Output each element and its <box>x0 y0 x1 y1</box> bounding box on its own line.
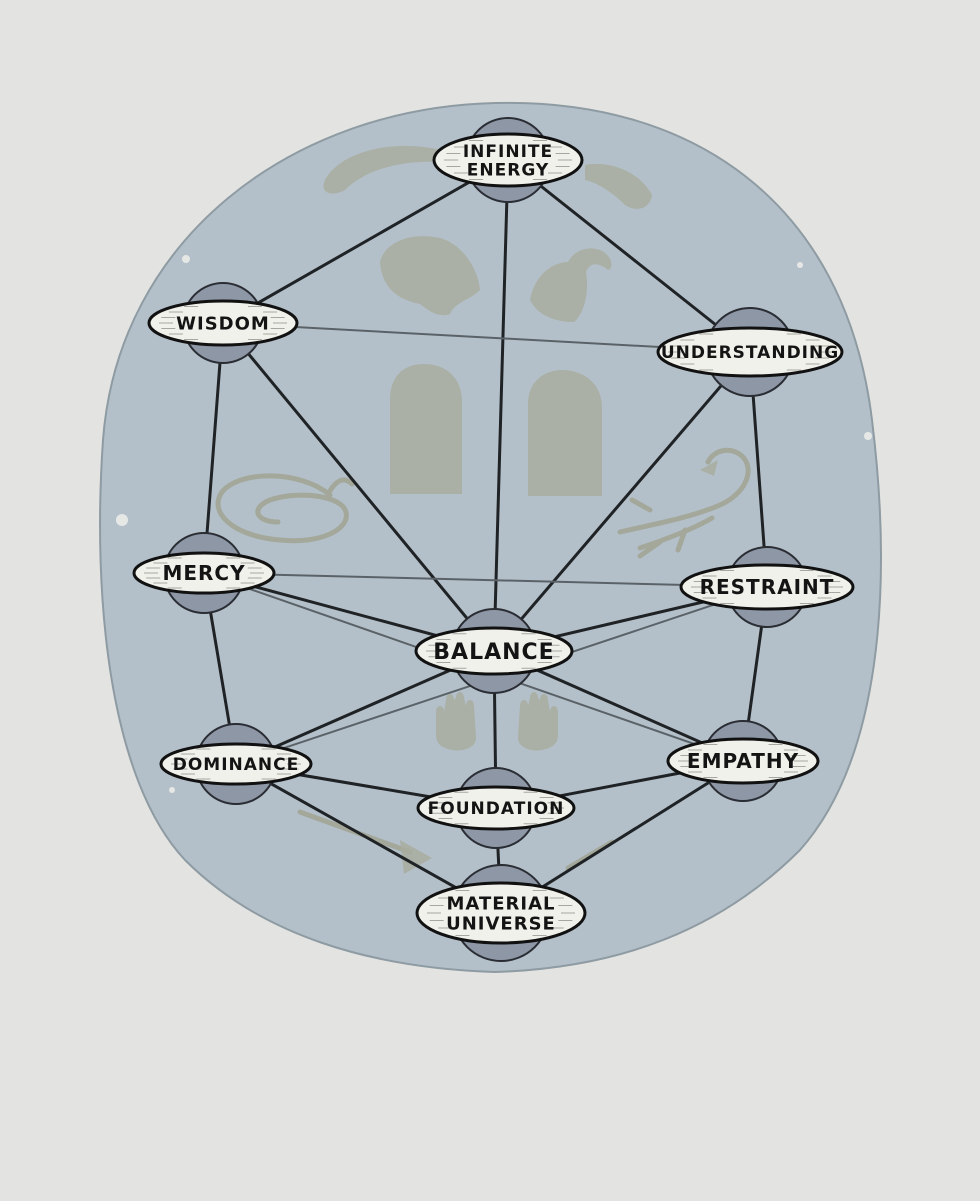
edge-infinite-energy-to-wisdom <box>221 158 510 325</box>
hands-icon <box>436 692 558 751</box>
edge-wisdom-to-balance <box>221 321 496 653</box>
node-plaque <box>416 785 576 831</box>
node-plaque <box>666 737 820 785</box>
node-label-understanding: UNDERSTANDING <box>661 343 839 363</box>
node-plaque <box>415 881 587 945</box>
node-plaque <box>656 326 844 378</box>
node-label-material-universe-line-1: MATERIAL <box>447 894 556 915</box>
node-balance: BALANCE <box>414 608 574 694</box>
disc-dots <box>116 255 872 793</box>
node-label-wisdom: WISDOM <box>176 313 270 334</box>
node-wisdom: WISDOM <box>147 282 299 364</box>
node-label-mercy: MERCY <box>162 561 245 585</box>
node-label-dominance: DOMINANCE <box>173 755 300 775</box>
node-plaque <box>432 132 584 188</box>
node-label-restraint: RESTRAINT <box>700 575 835 599</box>
edge-infinite-energy-to-balance <box>492 158 510 653</box>
node-plaque <box>147 299 299 347</box>
node-plaque <box>132 551 276 595</box>
ram-icon <box>380 236 480 316</box>
edge-infinite-energy-to-understanding <box>506 158 752 354</box>
tablets-icon <box>390 364 602 496</box>
scorpion-icon <box>617 447 751 559</box>
node-plaque <box>679 563 855 611</box>
node-empathy: EMPATHY <box>666 720 820 802</box>
node-understanding: UNDERSTANDING <box>656 307 844 397</box>
node-label-empathy: EMPATHY <box>687 749 799 773</box>
node-restraint: RESTRAINT <box>679 546 855 628</box>
node-label-foundation: FOUNDATION <box>428 799 565 819</box>
edge-mercy-to-restraint <box>203 572 768 588</box>
node-plaque <box>414 626 574 676</box>
node-label-material-universe-line-2: UNIVERSE <box>446 913 556 934</box>
node-foundation: FOUNDATION <box>416 767 576 849</box>
serpent-icon <box>215 473 355 544</box>
edge-understanding-to-balance <box>492 350 752 653</box>
node-label-infinite-energy-line-2: ENERGY <box>467 160 549 180</box>
node-plaque <box>159 742 313 786</box>
node-dominance: DOMINANCE <box>159 723 313 805</box>
node-label-balance: BALANCE <box>433 640 554 665</box>
background-motifs <box>215 145 751 874</box>
horns-icon <box>323 145 652 209</box>
edge-wisdom-to-mercy <box>202 321 225 575</box>
goat-icon <box>530 248 612 322</box>
node-mercy: MERCY <box>132 532 276 614</box>
node-label-infinite-energy-line-1: INFINITE <box>463 142 553 162</box>
